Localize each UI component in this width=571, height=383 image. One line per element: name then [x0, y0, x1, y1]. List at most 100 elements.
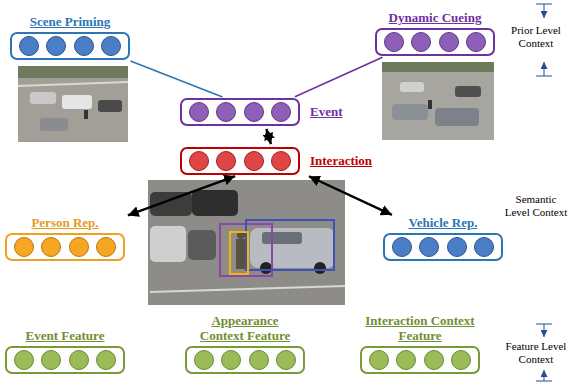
photo-person	[84, 110, 88, 119]
photo-car	[192, 190, 238, 216]
photo-wheel	[314, 262, 326, 274]
photo-person	[236, 239, 246, 269]
box-heading: Appearance Context Feature	[190, 314, 300, 344]
feature-unit	[271, 151, 291, 171]
box-heading: Vehicle Rep.	[409, 216, 478, 231]
feature-unit	[244, 102, 264, 122]
cue-photo	[382, 62, 494, 140]
prior-context-box: Scene Priming	[10, 15, 130, 60]
feature-box: Interaction Context Feature	[360, 314, 480, 374]
photo-car	[40, 118, 68, 131]
photo-person	[428, 100, 432, 109]
photo-trees	[382, 62, 494, 72]
feature-unit	[474, 237, 494, 257]
vector-box	[10, 32, 130, 60]
feature-unit	[216, 151, 236, 171]
feature-unit	[369, 350, 389, 370]
box-heading: Person Rep.	[31, 216, 98, 231]
feature-unit	[439, 32, 459, 52]
photo-window	[262, 232, 302, 244]
feature-unit	[216, 102, 236, 122]
bracket-arrow	[544, 4, 545, 18]
vector-box	[5, 233, 125, 261]
photo-car	[98, 100, 122, 112]
scene-photo	[18, 66, 128, 142]
feature-unit	[447, 237, 467, 257]
box-heading: Event Feature	[26, 329, 105, 344]
photo-car	[455, 86, 481, 97]
feature-box: Event Feature	[5, 329, 125, 374]
bracket-arrow	[544, 324, 545, 337]
semantic-box: Event	[180, 98, 343, 126]
feature-unit	[101, 36, 121, 56]
feature-unit	[96, 237, 116, 257]
box-heading: Interaction Context Feature	[365, 314, 475, 344]
photo-car	[392, 104, 428, 120]
vector-box	[180, 147, 300, 175]
representation-box: Vehicle Rep.	[383, 216, 503, 261]
box-heading: Scene Priming	[30, 15, 111, 30]
feature-unit	[411, 32, 431, 52]
photo-car	[400, 82, 424, 92]
representation-box: Person Rep.	[5, 216, 125, 261]
context-link	[295, 57, 383, 97]
vector-box	[185, 346, 305, 374]
photo-trees	[18, 66, 128, 78]
box-heading: Dynamic Cueing	[389, 11, 482, 26]
feature-unit	[14, 350, 34, 370]
semantic-box: Interaction	[180, 147, 372, 175]
feature-unit	[74, 36, 94, 56]
level-label: Semantic Level Context	[503, 193, 569, 219]
feature-unit	[69, 237, 89, 257]
vector-box	[5, 346, 125, 374]
photo-lane	[150, 286, 345, 292]
photo-car	[435, 108, 479, 126]
vector-box	[360, 346, 480, 374]
vector-box	[375, 28, 495, 56]
feature-box: Appearance Context Feature	[185, 314, 305, 374]
photo-ground	[148, 180, 345, 305]
feature-unit	[46, 36, 66, 56]
photo-car	[188, 230, 216, 260]
photo-curb	[18, 82, 128, 86]
photo-ground	[382, 62, 494, 140]
double-arrow	[128, 176, 235, 215]
feature-unit	[69, 350, 89, 370]
feature-unit	[392, 237, 412, 257]
feature-unit	[466, 32, 486, 52]
feature-unit	[189, 151, 209, 171]
box-heading: Interaction	[310, 154, 372, 169]
photo-car	[30, 92, 56, 104]
feature-unit	[451, 350, 471, 370]
feature-unit	[194, 350, 214, 370]
feature-unit	[424, 350, 444, 370]
feature-unit	[221, 350, 241, 370]
feature-unit	[276, 350, 296, 370]
feature-unit	[96, 350, 116, 370]
feature-unit	[244, 151, 264, 171]
feature-unit	[189, 102, 209, 122]
feature-unit	[41, 350, 61, 370]
context-link	[131, 61, 223, 97]
photo-wheel	[260, 262, 272, 274]
feature-unit	[14, 237, 34, 257]
level-brackets	[536, 4, 552, 381]
photo-ground	[18, 66, 128, 142]
vector-box	[180, 98, 300, 126]
feature-unit	[396, 350, 416, 370]
feature-unit	[249, 350, 269, 370]
feature-unit	[419, 237, 439, 257]
center-photo	[148, 180, 345, 305]
prior-context-box: Dynamic Cueing	[375, 11, 495, 56]
level-label: Feature Level Context	[503, 340, 569, 366]
vector-box	[383, 233, 503, 261]
vehicle-bbox	[246, 220, 334, 270]
feature-unit	[384, 32, 404, 52]
box-heading: Event	[310, 105, 343, 120]
person-bbox	[230, 232, 248, 274]
feature-unit	[41, 237, 61, 257]
photo-car	[250, 228, 335, 268]
bracket-arrow	[544, 370, 545, 381]
double-arrow	[266, 129, 271, 144]
